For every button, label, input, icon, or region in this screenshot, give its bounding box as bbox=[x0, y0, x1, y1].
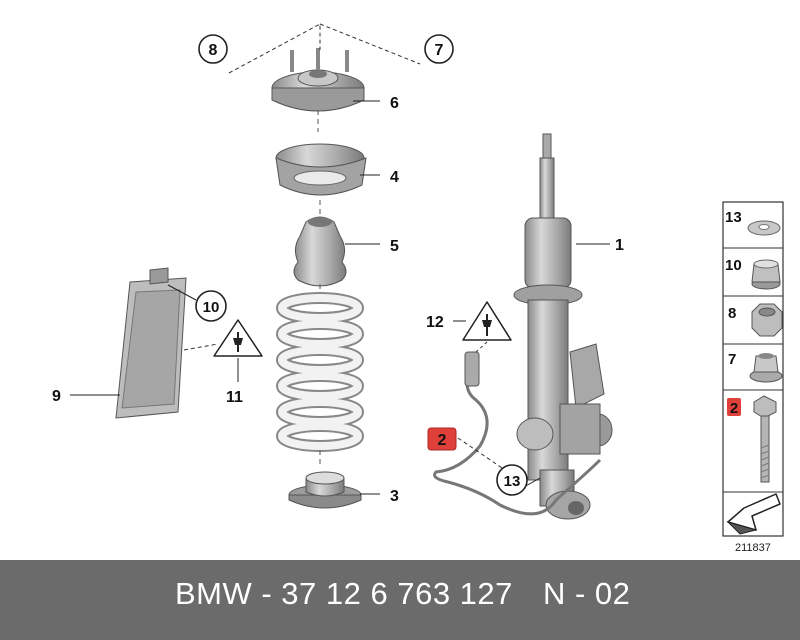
sidebar-label-13: 13 bbox=[725, 209, 742, 226]
bump-stop-part bbox=[293, 216, 347, 287]
lower-spring-seat-part bbox=[288, 471, 362, 509]
footer-bar: BMW - 37 12 6 763 127 N - 02 bbox=[0, 560, 800, 640]
callout-12: 12 bbox=[426, 314, 444, 331]
warning-triangle-icon bbox=[462, 301, 512, 341]
navigation-arrow-icon[interactable] bbox=[726, 493, 781, 535]
part-code: N - 02 bbox=[543, 576, 631, 611]
part-number: BMW - 37 12 6 763 127 bbox=[175, 576, 513, 611]
svg-text:8: 8 bbox=[209, 42, 218, 59]
callout-2-highlight: 2 bbox=[427, 427, 457, 451]
parts-diagram: 8 7 10 13 2 6 4 5 3 1 9 11 12 13 10 bbox=[52, 23, 784, 554]
callout-7: 7 bbox=[424, 34, 454, 64]
svg-text:13: 13 bbox=[504, 473, 521, 490]
callout-13: 13 bbox=[496, 464, 528, 496]
collar-nut-icon bbox=[751, 259, 781, 290]
svg-text:10: 10 bbox=[203, 299, 220, 316]
callout-1: 1 bbox=[615, 237, 624, 254]
shock-absorber-part bbox=[513, 133, 613, 520]
callout-6: 6 bbox=[390, 95, 399, 112]
sensor-cable-part bbox=[433, 369, 602, 516]
svg-text:2: 2 bbox=[730, 400, 738, 417]
bolt-icon bbox=[753, 395, 777, 483]
warning-triangle-icon bbox=[213, 319, 263, 357]
sensor-plug-part bbox=[464, 351, 480, 387]
callout-4: 4 bbox=[390, 169, 399, 186]
callout-10: 10 bbox=[195, 290, 227, 322]
hex-nut-icon bbox=[751, 303, 783, 337]
sidebar-label-2-highlight: 2 bbox=[727, 398, 741, 417]
callout-8: 8 bbox=[198, 34, 228, 64]
figure-id: 211837 bbox=[735, 542, 771, 554]
spring-pad-part bbox=[275, 143, 367, 196]
callout-3: 3 bbox=[390, 488, 399, 505]
washer-icon bbox=[747, 220, 781, 236]
sidebar-label-10: 10 bbox=[725, 257, 742, 274]
callout-5: 5 bbox=[390, 238, 399, 255]
callout-9: 9 bbox=[52, 388, 61, 405]
flange-nut-icon bbox=[749, 353, 783, 383]
control-unit-part bbox=[115, 267, 187, 419]
top-mount-part bbox=[271, 48, 365, 112]
svg-text:2: 2 bbox=[438, 432, 447, 449]
sidebar-label-8: 8 bbox=[728, 305, 736, 322]
svg-text:7: 7 bbox=[435, 42, 444, 59]
callout-11: 11 bbox=[226, 389, 243, 406]
sidebar-label-7: 7 bbox=[728, 351, 736, 368]
